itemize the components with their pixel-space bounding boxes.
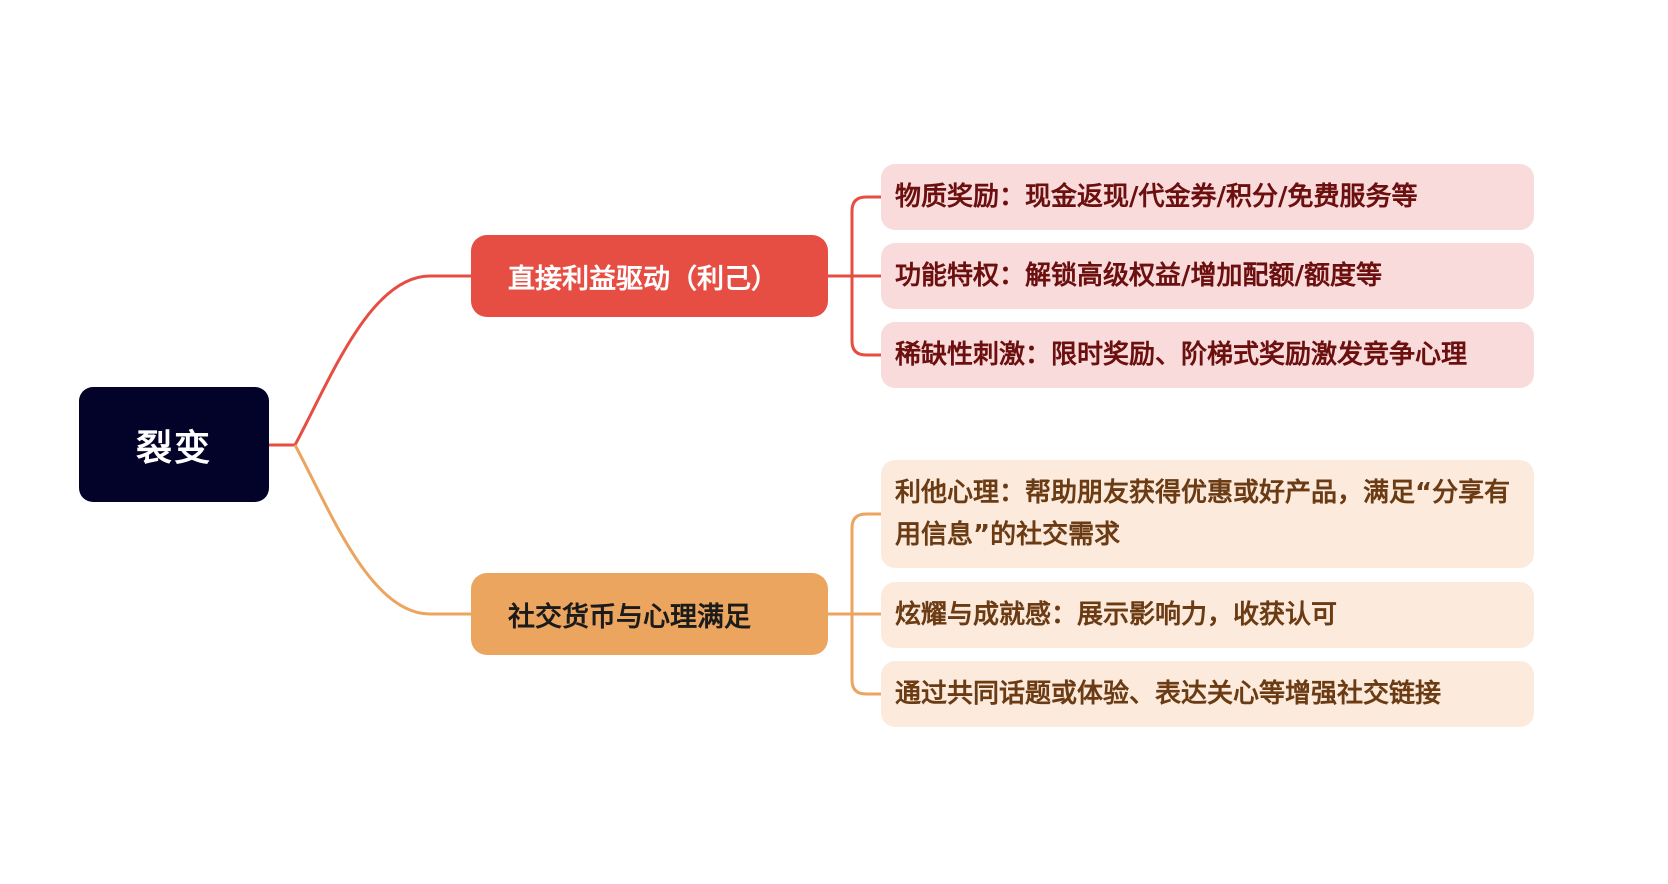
connector-root-branch-1 (269, 274, 471, 447)
branch-label: 社交货币与心理满足 (508, 601, 751, 633)
root-label: 裂变 (135, 427, 212, 469)
leaf-node-material-reward[interactable]: 物质奖励：现金返现/代金券/积分/免费服务等 (881, 164, 1534, 230)
leaf-node-social-link[interactable]: 通过共同话题或体验、表达关心等增强社交链接 (881, 661, 1534, 727)
leaf-node-achievement[interactable]: 炫耀与成就感：展示影响力，收获认可 (881, 582, 1534, 648)
connector-root-branch-2 (293, 444, 471, 616)
leaf-label: 物质奖励：现金返现/代金券/积分/免费服务等 (895, 182, 1418, 212)
branch-node-social-currency[interactable]: 社交货币与心理满足 (471, 573, 828, 655)
leaf-node-altruism[interactable]: 利他心理：帮助朋友获得优惠或好产品，满足“分享有用信息”的社交需求 (881, 460, 1534, 568)
leaf-label: 炫耀与成就感：展示影响力，收获认可 (895, 600, 1338, 630)
leaf-label: 稀缺性刺激：限时奖励、阶梯式奖励激发竞争心理 (895, 340, 1468, 370)
leaf-label: 功能特权：解锁高级权益/增加配额/额度等 (895, 261, 1382, 291)
leaf-label: 利他心理：帮助朋友获得优惠或好产品，满足“分享有用信息”的社交需求 (895, 478, 1511, 550)
branch-label: 直接利益驱动（利己） (508, 263, 778, 295)
root-node[interactable]: 裂变 (79, 387, 269, 502)
branch-node-direct-benefit[interactable]: 直接利益驱动（利己） (471, 235, 828, 317)
connector-branch-2-leaves (828, 512, 881, 696)
leaf-label: 通过共同话题或体验、表达关心等增强社交链接 (895, 679, 1442, 709)
leaf-node-function-privilege[interactable]: 功能特权：解锁高级权益/增加配额/额度等 (881, 243, 1534, 309)
connector-branch-1-leaves (828, 195, 881, 357)
leaf-node-scarcity[interactable]: 稀缺性刺激：限时奖励、阶梯式奖励激发竞争心理 (881, 322, 1534, 388)
